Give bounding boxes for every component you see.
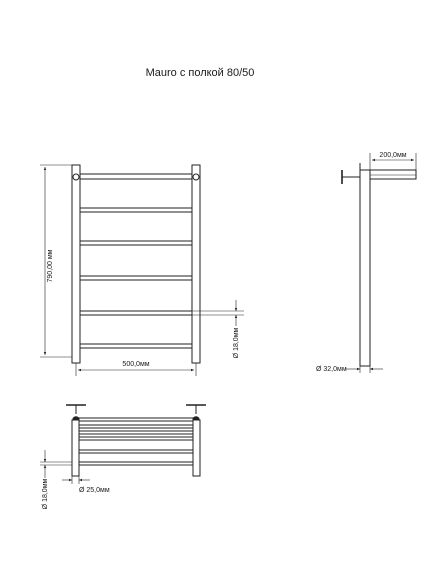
crossbar: [79, 240, 193, 246]
shelf-rail: [78, 417, 194, 422]
front-view: 790,00 мм 500,0мм Ø 18,0мм: [40, 164, 244, 376]
right-mount-cap: [192, 173, 200, 181]
shelf-profile: [369, 169, 417, 180]
side-view: 200,0мм Ø 32,0мм: [316, 152, 417, 373]
tube-dimension-label: Ø 18,0мм: [233, 327, 240, 358]
offset-label: Ø 25,0мм: [79, 487, 110, 494]
shelf-rail: [78, 449, 194, 454]
post-diameter-label: Ø 32,0мм: [316, 366, 347, 373]
crossbar: [79, 343, 193, 349]
top-view-left-post: [71, 419, 80, 477]
bottom-tube-label: Ø 18,0мм: [42, 478, 49, 509]
side-post: [359, 169, 371, 367]
left-post: [71, 164, 81, 364]
width-dimension-label: 500,0мм: [122, 361, 149, 368]
top-view: Ø 18,0мм Ø 25,0мм: [40, 404, 206, 509]
shelf-rail: [78, 461, 194, 466]
drawing-title: Mauro с полкой 80/50: [146, 67, 255, 79]
shelf-rail: [78, 424, 194, 429]
crossbar: [79, 275, 193, 281]
shelf-rail: [78, 436, 194, 441]
crossbar: [79, 310, 193, 316]
left-mount-cap: [72, 173, 80, 181]
right-post: [191, 164, 201, 364]
height-dimension-label: 790,00 мм: [47, 249, 54, 282]
top-view-right-post: [192, 419, 201, 477]
crossbar: [79, 207, 193, 213]
shelf-depth-label: 200,0мм: [379, 152, 406, 159]
shelf-rail: [78, 430, 194, 435]
top-rail: [79, 173, 193, 180]
